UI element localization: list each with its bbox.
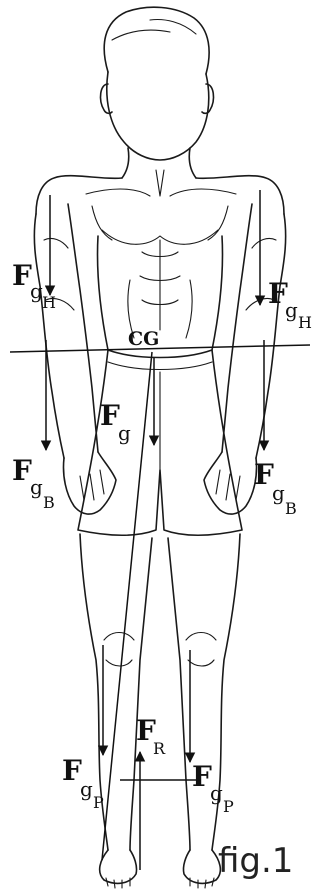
label-fg-pelvis-left: F g P [62, 754, 104, 812]
svg-text:H: H [42, 293, 56, 312]
force-labels: CG F g H F g H F g F g B F g B [12, 259, 312, 816]
center-of-gravity-line [10, 345, 310, 352]
svg-text:F: F [12, 259, 32, 292]
label-fg-body-right: F g B [254, 458, 297, 518]
svg-text:B: B [43, 493, 55, 512]
label-fg-head-right: F g H [268, 277, 312, 332]
svg-text:P: P [223, 797, 234, 816]
label-fg-body-left: F g B [12, 454, 55, 512]
head [107, 72, 209, 160]
svg-text:F: F [62, 754, 82, 787]
svg-text:F: F [192, 760, 212, 793]
svg-text:H: H [298, 313, 312, 332]
svg-text:g: g [80, 777, 93, 801]
right-hand [204, 452, 257, 514]
svg-text:g: g [210, 781, 223, 805]
svg-text:F: F [12, 454, 32, 487]
figure-caption: fig.1 [218, 841, 293, 881]
label-fg-pelvis-right: F g P [192, 760, 234, 816]
label-fg-total: F g [100, 399, 131, 445]
label-reaction-force: F R [136, 714, 166, 758]
svg-text:g: g [30, 475, 43, 499]
svg-text:F: F [100, 399, 120, 432]
svg-text:g: g [272, 481, 285, 505]
hair [104, 7, 209, 74]
svg-text:R: R [153, 739, 166, 758]
left-arm [34, 214, 64, 458]
svg-text:g: g [118, 421, 131, 445]
svg-text:g: g [285, 298, 298, 322]
left-hand [63, 452, 116, 514]
right-foot [183, 850, 220, 883]
cg-label: CG [128, 328, 159, 350]
svg-text:P: P [93, 793, 104, 812]
svg-text:B: B [285, 499, 297, 518]
left-foot [100, 850, 137, 883]
svg-text:F: F [254, 458, 274, 491]
